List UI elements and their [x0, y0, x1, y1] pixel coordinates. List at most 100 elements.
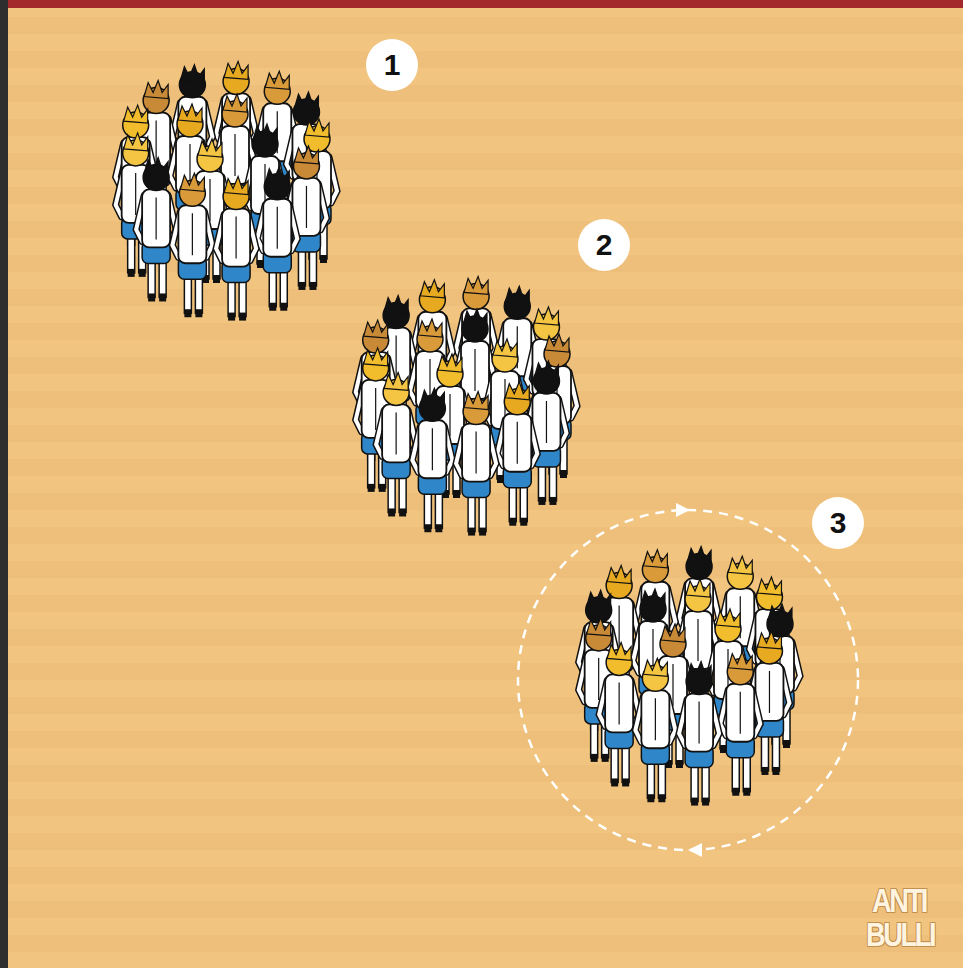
- hair: [728, 652, 752, 670]
- shoe: [195, 309, 202, 317]
- shoe: [399, 508, 406, 516]
- shoe: [379, 484, 386, 492]
- shirt-line: [449, 394, 450, 436]
- shirt-line: [192, 213, 193, 255]
- hair: [180, 65, 204, 83]
- shoe: [743, 788, 750, 796]
- hair: [505, 286, 529, 304]
- shoe: [148, 293, 155, 301]
- hair: [144, 157, 168, 175]
- shirt-line: [740, 692, 741, 734]
- shirt: [222, 209, 250, 267]
- floor-stripe: [0, 765, 963, 782]
- floor-stripe: [0, 629, 963, 646]
- watermark: ANTI: [872, 884, 926, 916]
- hair: [607, 566, 631, 584]
- shirt-line: [672, 664, 673, 706]
- shirt-line: [432, 428, 433, 470]
- floor-stripe: [0, 697, 963, 714]
- shirt: [263, 199, 291, 257]
- child-figure: [286, 146, 326, 290]
- shoe: [702, 798, 709, 806]
- child-figure: [172, 173, 212, 317]
- hair: [198, 139, 222, 157]
- shoe: [280, 303, 287, 311]
- hair: [180, 173, 204, 191]
- shoe: [691, 798, 698, 806]
- shirt: [605, 674, 633, 732]
- shoe: [602, 754, 609, 762]
- shoe: [468, 528, 475, 536]
- floor-stripe: [0, 833, 963, 850]
- child-figure: [526, 361, 566, 505]
- floor-stripe: [0, 663, 963, 680]
- shirt: [382, 404, 410, 462]
- shirt-line: [474, 349, 475, 391]
- shoe: [676, 760, 683, 768]
- hair: [643, 658, 667, 676]
- shirt-line: [698, 702, 699, 744]
- callout-number: 1: [366, 39, 418, 91]
- floor-stripe: [0, 867, 963, 884]
- shoe: [549, 497, 556, 505]
- hair: [464, 392, 488, 410]
- hair: [643, 550, 667, 568]
- rotation-arrowhead: [688, 843, 702, 857]
- shirt-line: [475, 432, 476, 474]
- child-figure: [720, 652, 760, 796]
- shirt-line: [209, 179, 210, 221]
- shoe: [184, 309, 191, 317]
- hair: [757, 577, 781, 595]
- hair: [418, 319, 442, 337]
- shirt-line: [156, 197, 157, 239]
- hair: [224, 61, 248, 79]
- shoe: [159, 293, 166, 301]
- hair: [253, 124, 277, 142]
- floor-stripe: [0, 799, 963, 816]
- hair: [728, 556, 752, 574]
- child-figure: [456, 392, 496, 536]
- hair: [420, 280, 444, 298]
- shoe: [213, 275, 220, 283]
- rotation-arrowhead: [676, 503, 690, 517]
- shoe: [772, 767, 779, 775]
- hair: [224, 177, 248, 195]
- hair: [534, 307, 558, 325]
- hair: [545, 334, 569, 352]
- hair: [505, 382, 529, 400]
- hair: [587, 590, 611, 608]
- shirt: [418, 420, 446, 478]
- shoe: [520, 518, 527, 526]
- child-figure: [679, 662, 719, 806]
- floor-stripe: [0, 51, 963, 68]
- shoe: [424, 524, 431, 532]
- shirt-line: [306, 186, 307, 228]
- hair: [223, 94, 247, 112]
- shirt-line: [156, 121, 157, 163]
- child-figure: [497, 382, 537, 526]
- shoe: [509, 518, 516, 526]
- shirt-line: [277, 207, 278, 249]
- shoe: [611, 778, 618, 786]
- shirt-line: [546, 401, 547, 443]
- hair: [493, 339, 517, 357]
- shoe: [538, 497, 545, 505]
- shoe: [269, 303, 276, 311]
- floor-stripe: [0, 731, 963, 748]
- hair: [661, 624, 685, 642]
- shoe: [239, 313, 246, 321]
- shoe: [732, 788, 739, 796]
- shirt-line: [619, 682, 620, 724]
- shirt-line: [655, 698, 656, 740]
- shoe: [479, 528, 486, 536]
- hair: [463, 309, 487, 327]
- shirt-line: [769, 671, 770, 713]
- shirt-line: [598, 658, 599, 700]
- shoe: [320, 255, 327, 263]
- hair: [294, 146, 318, 164]
- callout-circle: [578, 219, 630, 271]
- shoe: [228, 313, 235, 321]
- hair: [364, 320, 388, 338]
- hair: [687, 662, 711, 680]
